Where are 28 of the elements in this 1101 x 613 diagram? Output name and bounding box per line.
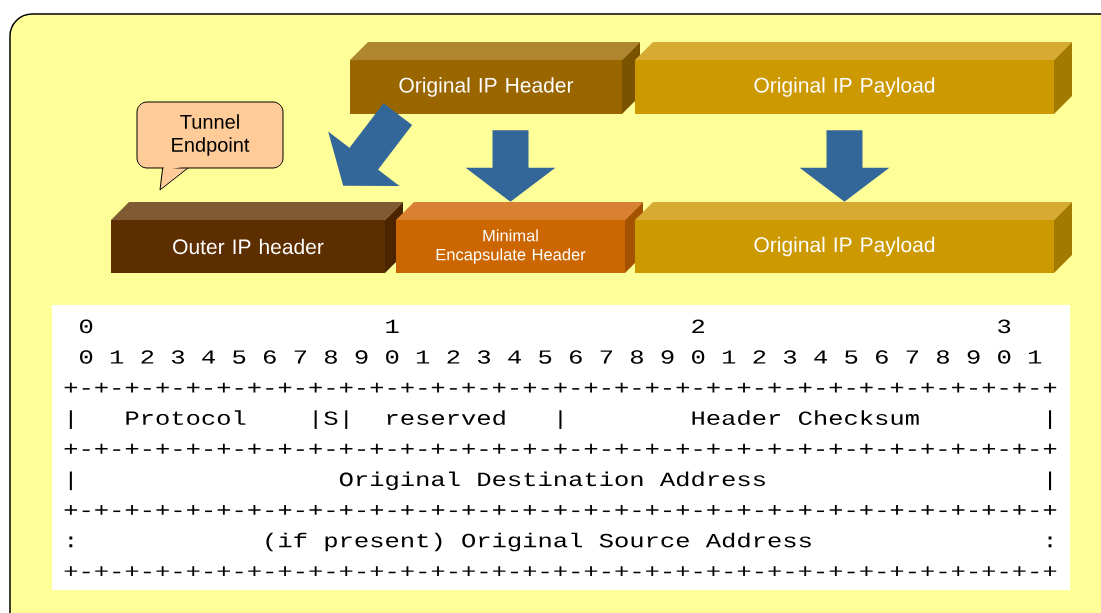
block-box: Original IP Header [350,42,640,114]
bit-number: 0 1 2 3 4 5 6 7 8 9 0 1 2 3 4 5 6 7 8 9 0 1 2 3 4 5 6 7 8 9 0 1 [80,350,1042,364]
bit-number: 3 [998,319,1011,334]
field-text: |S| [314,410,348,429]
field-text: Protocol [126,410,246,425]
table-rule: +-+-+-+-+-+-+-+-+-+-+-+-+-+-+-+-+-+-+-+-+-+-+-+-+-+-+-+-+-+-+-+-+ [64,443,1057,454]
field-text: reserved [387,410,505,426]
table-rule: +-+-+-+-+-+-+-+-+-+-+-+-+-+-+-+-+-+-+-+-+-+-+-+-+-+-+-+-+-+-+-+-+ [64,566,1057,577]
block-box: Minimal Encapsulate Header [396,202,643,273]
field-text: (if present) Original Source Address [266,532,811,552]
field-text: | [1049,471,1052,491]
block-box: Original IP Payload [635,202,1072,273]
table-rule: +-+-+-+-+-+-+-+-+-+-+-+-+-+-+-+-+-+-+-+-+-+-+-+-+-+-+-+-+-+-+-+-+ [64,505,1057,515]
block-box: Outer IP header [111,202,403,273]
field-text: Header Checksum [692,410,919,426]
bit-number: 1 [386,319,399,333]
table-rule: +-+-+-+-+-+-+-+-+-+-+-+-+-+-+-+-+-+-+-+-+-+-+-+-+-+-+-+-+-+-+-+-+ [64,382,1057,393]
field-text: : [1048,536,1052,548]
bit-number: 2 [692,319,704,333]
block-box: Original IP Payload [635,42,1072,114]
field-text: | [559,410,562,429]
field-text: | [69,471,72,491]
field-text: | [69,410,72,429]
speech-bubble: Tunnel Endpoint [136,101,284,191]
field-text: Original Destination Address [339,471,765,491]
field-text: | [1049,410,1052,429]
bit-number: 0 [80,319,93,334]
field-text: : [69,536,73,548]
